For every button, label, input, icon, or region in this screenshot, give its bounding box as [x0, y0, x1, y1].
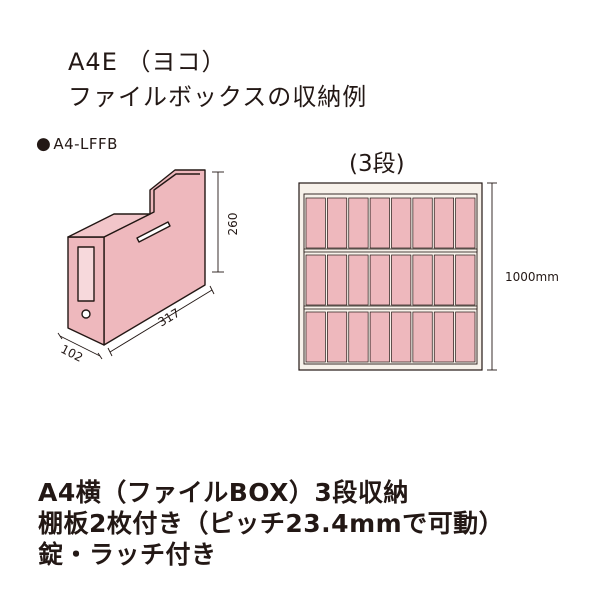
cabinet-illustration: [298, 182, 483, 371]
finger-hole: [81, 309, 91, 319]
stored-file-box: [348, 254, 369, 306]
stored-file-box: [455, 197, 476, 249]
cabinet-height-dimension: 1000mm: [505, 270, 559, 284]
box-height-dimension: 260: [226, 213, 240, 236]
stored-file-box: [433, 197, 454, 249]
shelf-board: [303, 248, 478, 253]
stored-file-box: [412, 197, 433, 249]
bullet-icon: ●: [36, 134, 52, 154]
stored-file-box: [348, 197, 369, 249]
cabinet-shelves: [303, 197, 478, 363]
cabinet-dimension-line: [487, 182, 497, 371]
stored-file-box: [327, 254, 348, 306]
stored-file-box: [412, 311, 433, 363]
stored-file-box: [327, 311, 348, 363]
shelf-board: [303, 305, 478, 310]
stored-file-box: [369, 311, 390, 363]
stored-file-box: [369, 197, 390, 249]
stored-file-box: [433, 254, 454, 306]
stored-file-box: [433, 311, 454, 363]
feature-line: 棚板2枚付き（ピッチ23.4mmで可動）: [38, 509, 505, 538]
stored-file-box: [305, 311, 326, 363]
feature-line: 錠・ラッチ付き: [38, 540, 217, 569]
stored-file-box: [391, 197, 412, 249]
stored-file-box: [455, 311, 476, 363]
stored-file-box: [305, 197, 326, 249]
file-box-top: [67, 213, 151, 238]
feature-line: A4横（ファイルBOX）3段収納: [38, 478, 409, 507]
box-dimension-lines: [57, 171, 224, 360]
cabinet-label: (3段): [349, 151, 405, 177]
file-box-side: [103, 169, 206, 346]
file-box-rim: [149, 173, 200, 215]
file-box-illustration: [67, 169, 206, 346]
model-label: ●A4-LFFB: [36, 134, 118, 154]
model-code: A4-LFFB: [53, 135, 118, 153]
stored-file-box: [455, 254, 476, 306]
page-title: A4E （ヨコ）: [68, 48, 227, 76]
stored-file-box: [327, 197, 348, 249]
stored-file-box: [348, 311, 369, 363]
stored-file-box: [391, 254, 412, 306]
box-depth-dimension: 102: [58, 342, 85, 365]
page-subtitle: ファイルボックスの収納例: [68, 83, 368, 111]
stored-file-box: [305, 254, 326, 306]
handle-slot: [136, 221, 171, 243]
spine-label-window: [77, 246, 95, 302]
stored-file-box: [412, 254, 433, 306]
stored-file-box: [391, 311, 412, 363]
stored-file-box: [369, 254, 390, 306]
